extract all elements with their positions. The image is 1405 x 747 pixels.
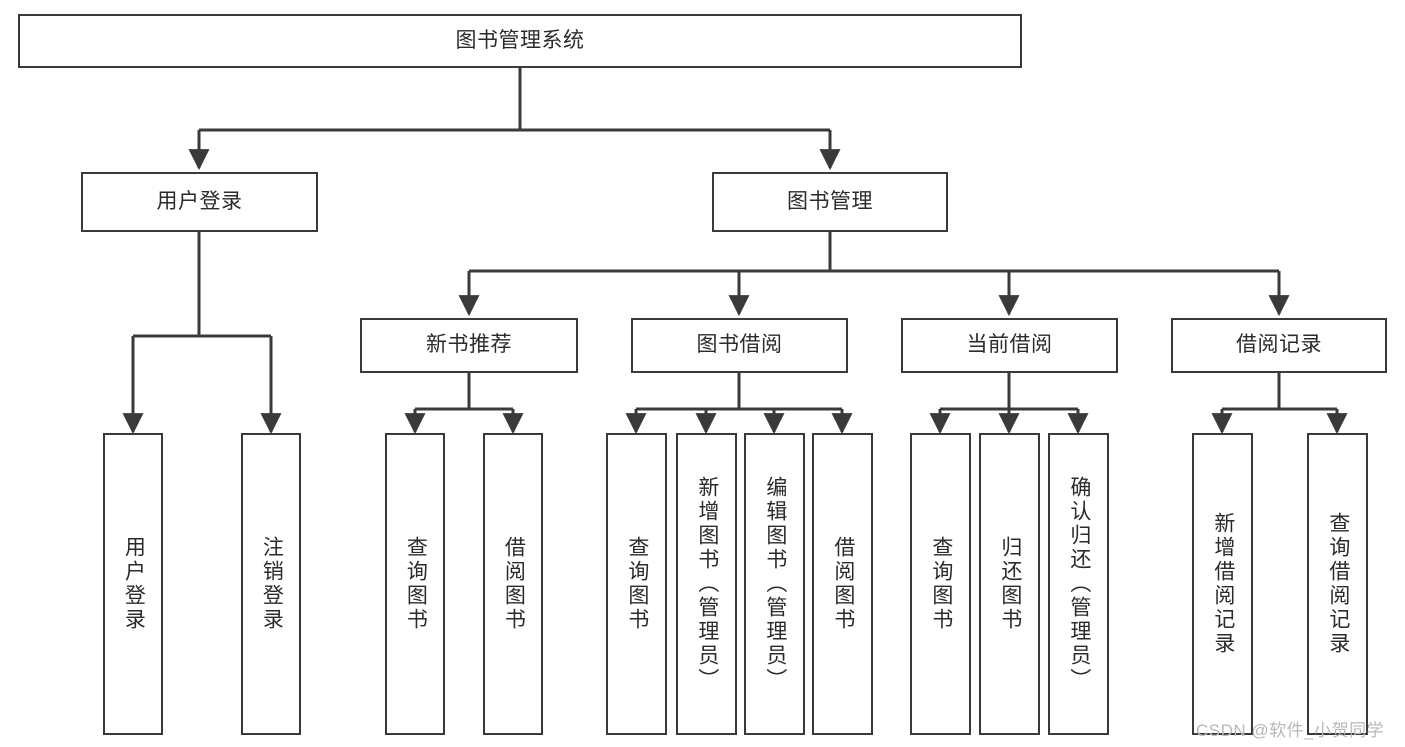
node-leaf-query-book-2-label: 查询图书 bbox=[625, 536, 649, 632]
node-book-borrow[interactable]: 图书借阅 bbox=[631, 318, 848, 373]
node-leaf-query-record-label: 查询借阅记录 bbox=[1326, 512, 1350, 656]
node-root[interactable]: 图书管理系统 bbox=[18, 14, 1022, 68]
node-leaf-query-record[interactable]: 查询借阅记录 bbox=[1307, 433, 1368, 735]
node-leaf-confirm-return[interactable]: 确认归还（管理员） bbox=[1048, 433, 1109, 735]
node-leaf-query-book-1[interactable]: 查询图书 bbox=[385, 433, 445, 735]
node-leaf-query-book-3[interactable]: 查询图书 bbox=[910, 433, 971, 735]
node-root-label: 图书管理系统 bbox=[455, 28, 585, 52]
node-current-borrow-label: 当前借阅 bbox=[966, 333, 1053, 357]
node-leaf-user-login-label: 用户登录 bbox=[122, 536, 146, 632]
node-leaf-add-record-label: 新增借阅记录 bbox=[1211, 512, 1235, 656]
node-user-login[interactable]: 用户登录 bbox=[81, 172, 318, 232]
node-leaf-add-book-label: 新增图书（管理员） bbox=[695, 476, 719, 692]
node-book-manage-label: 图书管理 bbox=[787, 189, 873, 213]
node-book-borrow-label: 图书借阅 bbox=[696, 333, 783, 357]
node-leaf-return-book-label: 归还图书 bbox=[998, 536, 1022, 632]
node-leaf-return-book[interactable]: 归还图书 bbox=[979, 433, 1040, 735]
node-leaf-query-book-3-label: 查询图书 bbox=[929, 536, 953, 632]
node-leaf-user-login[interactable]: 用户登录 bbox=[103, 433, 163, 735]
node-new-book-recommend[interactable]: 新书推荐 bbox=[360, 318, 578, 373]
node-leaf-user-logout[interactable]: 注销登录 bbox=[241, 433, 301, 735]
node-current-borrow[interactable]: 当前借阅 bbox=[901, 318, 1118, 373]
node-leaf-query-book-1-label: 查询图书 bbox=[404, 536, 428, 632]
node-leaf-query-book-2[interactable]: 查询图书 bbox=[606, 433, 667, 735]
node-new-book-recommend-label: 新书推荐 bbox=[426, 333, 512, 357]
node-user-login-label: 用户登录 bbox=[156, 189, 243, 213]
node-leaf-borrow-book-1[interactable]: 借阅图书 bbox=[483, 433, 543, 735]
node-borrow-record[interactable]: 借阅记录 bbox=[1171, 318, 1387, 373]
node-leaf-edit-book-label: 编辑图书（管理员） bbox=[763, 476, 787, 692]
watermark-text: CSDN @软件_小贺同学 bbox=[1196, 721, 1385, 740]
node-leaf-add-book[interactable]: 新增图书（管理员） bbox=[676, 433, 737, 735]
node-book-manage[interactable]: 图书管理 bbox=[712, 172, 948, 232]
node-leaf-confirm-return-label: 确认归还（管理员） bbox=[1067, 476, 1091, 692]
node-leaf-add-record[interactable]: 新增借阅记录 bbox=[1192, 433, 1253, 735]
node-leaf-edit-book[interactable]: 编辑图书（管理员） bbox=[744, 433, 805, 735]
node-leaf-borrow-book-2-label: 借阅图书 bbox=[831, 536, 855, 632]
node-leaf-borrow-book-1-label: 借阅图书 bbox=[502, 536, 526, 632]
node-borrow-record-label: 借阅记录 bbox=[1236, 333, 1322, 357]
node-leaf-borrow-book-2[interactable]: 借阅图书 bbox=[812, 433, 873, 735]
node-leaf-user-logout-label: 注销登录 bbox=[260, 536, 284, 632]
